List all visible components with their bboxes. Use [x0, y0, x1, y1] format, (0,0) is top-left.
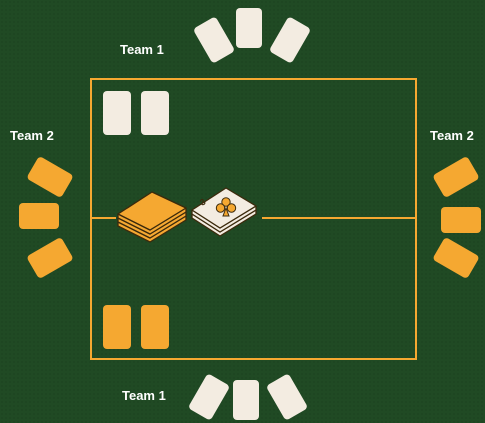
top-hand-card[interactable]	[236, 8, 262, 48]
trump-card[interactable]: 3	[188, 184, 268, 244]
played-card[interactable]	[141, 91, 169, 135]
draw-pile[interactable]	[114, 186, 194, 246]
top-player-label: Team 1	[120, 42, 164, 57]
played-card[interactable]	[103, 305, 131, 349]
right-hand-card[interactable]	[441, 207, 481, 233]
played-card[interactable]	[103, 91, 131, 135]
table-divider-right	[262, 217, 417, 219]
top-hand-card[interactable]	[193, 16, 236, 64]
right-hand-card[interactable]	[432, 237, 480, 280]
left-player-label: Team 2	[10, 128, 54, 143]
table-divider-left	[90, 217, 116, 219]
right-hand-card[interactable]	[432, 156, 480, 199]
left-hand-card[interactable]	[26, 156, 74, 199]
played-card[interactable]	[141, 305, 169, 349]
left-hand-card[interactable]	[19, 203, 59, 229]
bottom-hand-card[interactable]	[266, 373, 309, 421]
left-hand-card[interactable]	[26, 237, 74, 280]
right-player-label: Team 2	[430, 128, 474, 143]
bottom-player-label: Team 1	[122, 388, 166, 403]
bottom-hand-card[interactable]	[233, 380, 259, 420]
top-hand-card[interactable]	[269, 16, 312, 64]
bottom-hand-card[interactable]	[188, 373, 231, 421]
